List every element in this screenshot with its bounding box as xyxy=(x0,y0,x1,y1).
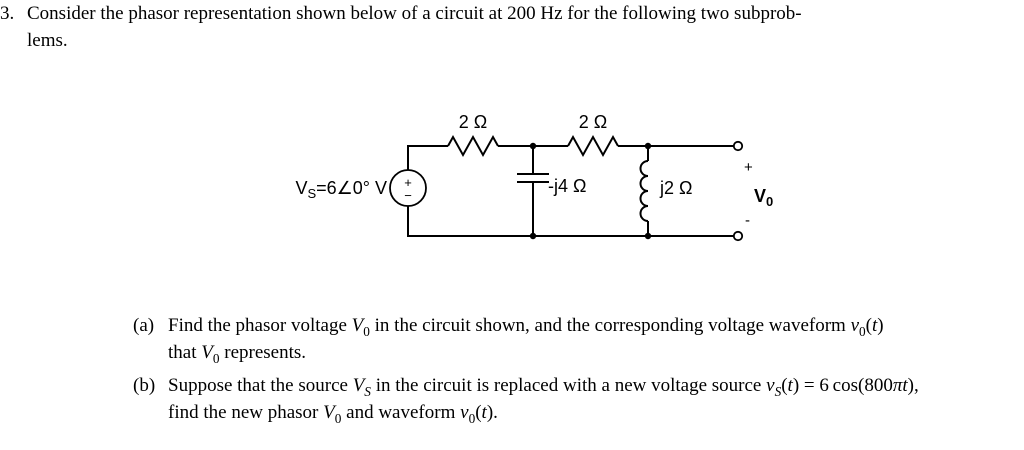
part-b-text: Suppose that the source VS in the circui… xyxy=(168,372,919,426)
capacitor-label: -j4 Ω xyxy=(548,176,586,196)
junction-dot xyxy=(644,232,652,240)
part-b-line2: find the new phasor V0 and waveform v0(t… xyxy=(168,402,498,426)
resistor-2-label: 2 Ω xyxy=(579,112,607,132)
part-a-label: (a) xyxy=(133,315,155,336)
capacitor-plates xyxy=(517,173,549,183)
source-minus-sign: − xyxy=(404,188,412,203)
part-a-line1: Find the phasor voltage V0 in the circui… xyxy=(168,315,884,339)
problem-text-line1: Consider the phasor representation shown… xyxy=(27,3,802,24)
part-a: (a) Find the phasor voltage V0 in the ci… xyxy=(133,312,884,366)
problem-number: 3. xyxy=(0,3,15,24)
inductor-coil xyxy=(639,160,649,222)
output-minus-sign: - xyxy=(745,212,750,229)
problem-text-line2: lems. xyxy=(27,30,68,51)
junction-dot xyxy=(644,142,652,150)
wire-top-left xyxy=(407,145,448,170)
resistor-1-label: 2 Ω xyxy=(459,112,487,132)
source-plus-sign: + xyxy=(404,175,412,190)
part-b: (b) Suppose that the source VS in the ci… xyxy=(133,372,919,426)
output-terminal-bottom xyxy=(732,230,744,242)
part-b-label: (b) xyxy=(133,375,156,396)
output-plus-sign: + xyxy=(744,159,753,176)
part-a-text: Find the phasor voltage V0 in the circui… xyxy=(168,312,884,366)
part-a-line2: that V0 represents. xyxy=(168,342,307,366)
junction-dot xyxy=(529,232,537,240)
output-voltage-label: V0 xyxy=(754,186,773,209)
resistor-2 xyxy=(567,134,619,158)
voltage-source xyxy=(389,169,427,207)
output-terminal-top xyxy=(732,140,744,152)
source-label: VS=6∠0° V xyxy=(295,178,387,201)
wire-bottom xyxy=(407,206,734,237)
problem-statement: 3. Consider the phasor representation sh… xyxy=(0,0,1024,54)
junction-dot xyxy=(529,142,537,150)
circuit-diagram: + − VS=6∠0° V 2 Ω 2 Ω -j4 Ω j2 Ω + V0 - xyxy=(295,112,773,242)
part-b-line1: Suppose that the source VS in the circui… xyxy=(168,375,919,399)
inductor-label: j2 Ω xyxy=(659,178,692,198)
resistor-1 xyxy=(447,134,499,158)
problem-text: Consider the phasor representation shown… xyxy=(27,0,802,54)
